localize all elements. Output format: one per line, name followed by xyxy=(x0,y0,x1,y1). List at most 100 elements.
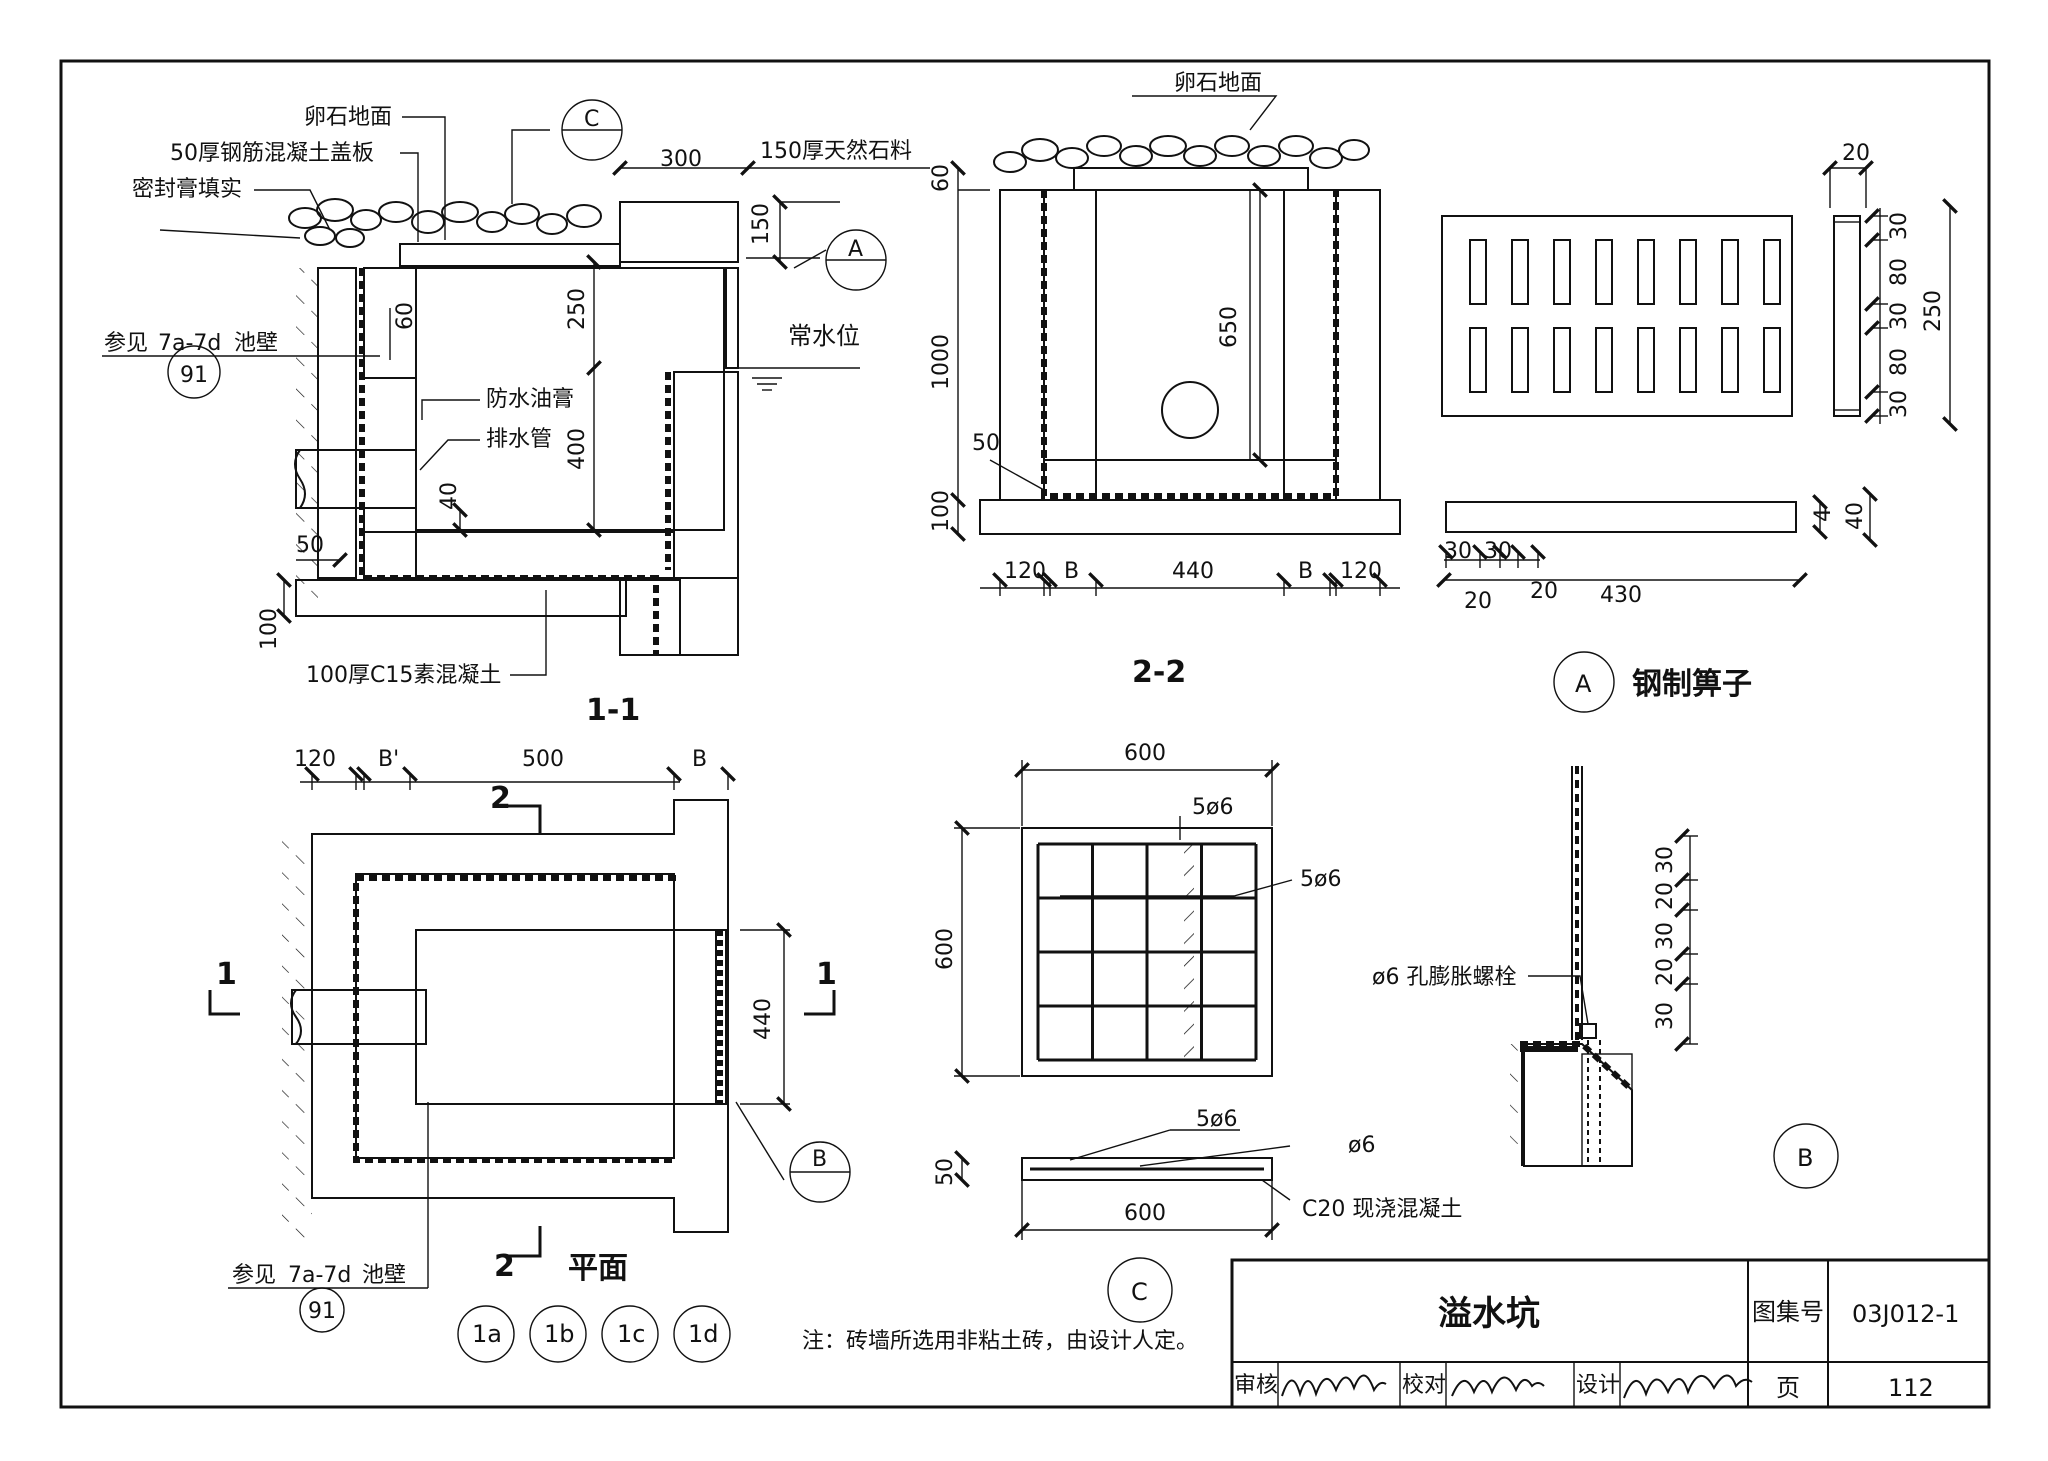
dim-plan-bp: B' xyxy=(378,747,399,772)
dim-plan-b: B xyxy=(692,747,707,772)
base-concrete xyxy=(295,579,627,617)
dim-a-30a: 30 xyxy=(1887,212,1912,240)
dim-2-2-100: 100 xyxy=(929,490,954,532)
label-sealant: 密封膏填实 xyxy=(132,177,242,202)
dim-100: 100 xyxy=(257,608,282,650)
dim-a-20x1: 20 xyxy=(1464,589,1492,614)
variant-badges: 1a 1b 1c 1d xyxy=(457,1305,731,1363)
pebble-surface xyxy=(288,198,602,248)
plan-refer-page: 91 xyxy=(308,1299,336,1324)
rebar-c-4: ø6 xyxy=(1348,1133,1375,1158)
section-1-1: 卵石地面 50厚钢筋混凝土盖板 密封膏填实 150厚天然石料 300 150 2… xyxy=(102,99,930,728)
plan-refer-ref: 7a-7d xyxy=(288,1263,351,1288)
label-drain-pipe: 排水管 xyxy=(486,427,552,452)
variant-1a: 1a xyxy=(472,1320,502,1348)
dim-2-2-b2: B xyxy=(1298,559,1313,584)
caption-1-1: 1-1 xyxy=(586,693,640,728)
grate-slot xyxy=(1511,327,1529,393)
dim-b-20b: 20 xyxy=(1653,958,1678,986)
label-waterproof: 防水油膏 xyxy=(486,387,574,412)
grate-slot xyxy=(1553,327,1571,393)
label-b-bolt: ø6 孔膨胀螺栓 xyxy=(1372,965,1516,990)
grate-slot xyxy=(1469,327,1487,393)
variant-1b: 1b xyxy=(544,1320,575,1348)
section-2-2: 卵石地面 60 1000 650 50 100 120 B 440 B 120 … xyxy=(929,71,1401,690)
atlas-label: 图集号 xyxy=(1752,1298,1824,1326)
label-refer: 参见 xyxy=(104,331,148,356)
grate-slot xyxy=(1511,239,1529,305)
variant-1d: 1d xyxy=(688,1320,719,1348)
plan-refer: 参见 xyxy=(232,1263,276,1288)
slab-section xyxy=(1021,1157,1273,1181)
variant-1c: 1c xyxy=(617,1320,645,1348)
rebar-c-1: 5ø6 xyxy=(1192,795,1233,820)
design-label: 设计 xyxy=(1576,1373,1620,1398)
slab-plan xyxy=(1021,827,1273,1077)
label-2-2-pebble: 卵石地面 xyxy=(1174,71,1262,96)
dim-250: 250 xyxy=(565,288,590,330)
callout-a-letter: A xyxy=(848,237,863,262)
grate-slot xyxy=(1637,239,1655,305)
dim-plan-120: 120 xyxy=(294,747,336,772)
dim-a-40: 40 xyxy=(1843,502,1868,530)
plan-pool-wall: 池壁 xyxy=(362,1263,406,1288)
grate-slot xyxy=(1763,239,1781,305)
grate-slot xyxy=(1469,239,1487,305)
review-label: 审核 xyxy=(1234,1373,1278,1398)
grate-slot xyxy=(1553,239,1571,305)
dim-a-80b: 80 xyxy=(1887,348,1912,376)
caption-a: 钢制箅子 xyxy=(1632,667,1752,702)
brick-wall-left xyxy=(317,267,357,579)
drawing-note: 注：砖墙所选用非粘土砖，由设计人定。 xyxy=(802,1329,1198,1354)
plan-pit xyxy=(415,929,727,1105)
dim-a-30x2: 30 xyxy=(1484,539,1512,564)
caption-plan-num: 2 xyxy=(494,1249,515,1284)
grate-slot xyxy=(1637,327,1655,393)
cut-1-left: 1 xyxy=(216,957,237,992)
caption-b-letter: B xyxy=(1797,1144,1813,1172)
caption-plan: 平面 xyxy=(568,1251,628,1286)
dim-2-2-1000: 1000 xyxy=(929,334,954,390)
drawing-title: 溢水坑 xyxy=(1438,1294,1540,1334)
grate-slot xyxy=(1721,239,1739,305)
dim-60: 60 xyxy=(393,302,418,330)
pipe-opening xyxy=(1161,381,1219,439)
caption-c-letter: C xyxy=(1131,1278,1148,1306)
callout-c-letter: C xyxy=(584,107,599,132)
grate-slot xyxy=(1679,327,1697,393)
grate-plan xyxy=(1441,215,1793,417)
dim-2-2-120a: 120 xyxy=(1004,559,1046,584)
dim-2-2-650: 650 xyxy=(1217,306,1242,348)
dim-40: 40 xyxy=(437,482,462,510)
label-c-concrete: C20 现浇混凝土 xyxy=(1302,1197,1462,1222)
dim-c-600bottom: 600 xyxy=(1124,1201,1166,1226)
dim-2-2-b1: B xyxy=(1064,559,1079,584)
dim-b-30a: 30 xyxy=(1653,846,1678,874)
title-block: 溢水坑 图集号 03J012-1 页 112 审核 校对 设计 注：砖墙所选用非… xyxy=(802,1258,1991,1409)
label-pool-wall: 池壁 xyxy=(234,331,278,356)
designer-signature xyxy=(1623,1374,1753,1399)
dim-c-600top: 600 xyxy=(1124,741,1166,766)
label-refer-page: 91 xyxy=(180,363,208,388)
dim-2-2-60: 60 xyxy=(929,164,954,192)
grate-side xyxy=(1445,501,1797,533)
label-water-level: 常水位 xyxy=(788,322,860,350)
dim-300: 300 xyxy=(660,147,702,172)
label-pebble: 卵石地面 xyxy=(304,105,392,130)
dim-a-30b: 30 xyxy=(1887,302,1912,330)
detail-a-grate: 20 30 80 30 80 30 250 4 40 30 30 20 20 4… xyxy=(1436,141,1958,713)
page-label: 页 xyxy=(1776,1374,1800,1402)
label-stone: 150厚天然石料 xyxy=(760,139,912,164)
dim-400: 400 xyxy=(565,428,590,470)
plan-wall xyxy=(311,799,729,1233)
grate-slot xyxy=(1595,327,1613,393)
atlas-number: 03J012-1 xyxy=(1852,1300,1959,1328)
dim-a-30x1: 30 xyxy=(1444,539,1472,564)
dim-a-430: 430 xyxy=(1600,583,1642,608)
reviewer-signature xyxy=(1281,1374,1387,1398)
dim-b-30c: 30 xyxy=(1653,1002,1678,1030)
check-label: 校对 xyxy=(1402,1373,1446,1398)
dim-plan-500: 500 xyxy=(522,747,564,772)
grate-slot xyxy=(1763,327,1781,393)
